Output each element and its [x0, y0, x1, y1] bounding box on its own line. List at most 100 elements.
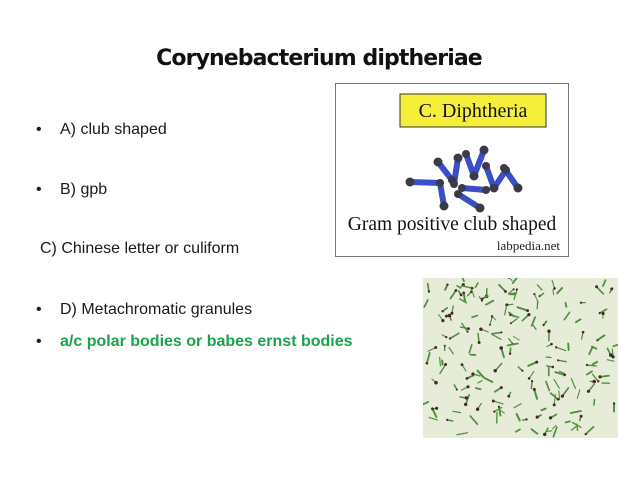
micrograph-granule	[441, 310, 444, 313]
micrograph-granule	[460, 363, 464, 366]
micrograph-rod	[499, 409, 505, 414]
micrograph-granule	[579, 301, 582, 304]
micrograph-rod	[551, 424, 557, 430]
granule	[458, 184, 466, 192]
micrograph-rod	[492, 400, 504, 405]
micrograph-granule	[462, 291, 465, 295]
granule	[453, 153, 463, 163]
micrograph-rod	[456, 432, 469, 436]
micrograph-rod	[498, 405, 502, 417]
micrograph-granule	[431, 407, 434, 411]
granule	[433, 157, 443, 167]
micrograph-granule	[471, 287, 474, 290]
micrograph-rod	[510, 318, 518, 324]
micrograph-granule	[584, 433, 587, 436]
micrograph-rod	[552, 426, 558, 438]
micrograph-granule	[499, 386, 503, 390]
micrograph-rod	[567, 342, 570, 351]
micrograph-granule	[585, 363, 588, 367]
micrograph-granule	[505, 303, 509, 307]
micrograph-rod	[554, 371, 566, 376]
micrograph-granule	[526, 309, 529, 312]
micrograph-granule	[595, 285, 599, 289]
micrograph-granule	[509, 322, 512, 325]
micrograph-granule	[444, 363, 448, 366]
micrograph-rod	[570, 426, 577, 431]
micrograph-rod	[612, 343, 618, 348]
micrograph-granule	[612, 402, 616, 405]
granule	[462, 150, 470, 158]
micrograph-granule	[507, 278, 510, 279]
granule	[450, 180, 458, 188]
micrograph-rod	[423, 299, 429, 308]
micrograph-granule	[488, 323, 491, 326]
micrograph-rod	[555, 346, 567, 352]
micrograph-granule	[548, 416, 553, 420]
micrograph-rod	[558, 370, 566, 375]
micrograph-granule	[553, 287, 556, 290]
micrograph-rod	[498, 283, 507, 293]
micrograph-granule	[538, 295, 541, 298]
micrograph-granule	[465, 377, 469, 380]
bullet-marker: •	[36, 301, 42, 318]
micrograph-granule	[543, 432, 547, 437]
rod-bacterium	[471, 147, 487, 179]
bullet-marker: •	[36, 121, 42, 138]
micrograph-granule	[509, 313, 512, 317]
micrograph-rod	[423, 401, 430, 406]
micrograph-rod	[593, 398, 596, 406]
micrograph-granule	[491, 399, 495, 403]
bullet-marker: •	[36, 181, 42, 198]
micrograph-rod	[532, 324, 537, 331]
micrograph-rod	[564, 301, 568, 308]
micrograph-rod	[512, 336, 520, 341]
micrograph-rod	[545, 356, 552, 359]
granule	[479, 145, 489, 155]
bullet-text: D) Metachromatic granules	[60, 301, 253, 318]
micrograph-rod	[557, 359, 567, 363]
micrograph-rod	[507, 292, 517, 295]
micrograph-granule	[466, 330, 469, 333]
micrograph-rod	[536, 284, 543, 291]
micrograph-granule	[504, 290, 507, 293]
granule	[475, 203, 485, 213]
micrograph-rod	[591, 373, 599, 382]
micrograph-rod	[549, 392, 559, 401]
micrograph-rod	[471, 314, 479, 319]
micrograph-rod	[584, 425, 595, 436]
micrograph-granule	[609, 353, 613, 357]
micrograph-rod	[461, 278, 465, 282]
micrograph-granule	[445, 336, 448, 339]
micrograph-granule	[560, 394, 564, 398]
micrograph-rod	[536, 300, 539, 310]
micrograph-granule	[557, 359, 560, 362]
label-box	[399, 93, 547, 128]
micrograph-granule	[598, 375, 602, 379]
micrograph-granule	[535, 360, 539, 364]
micrograph-rod	[511, 278, 518, 284]
micrograph-granule	[601, 311, 605, 316]
micrograph-rod	[576, 389, 581, 399]
micrograph-svg	[423, 278, 618, 438]
granule	[502, 166, 510, 174]
micrograph-rod	[540, 407, 547, 412]
micrograph-granule	[427, 290, 431, 293]
bullet-text-highlight: a/c polar bodies or babes ernst bodies	[60, 333, 353, 350]
granule	[436, 179, 444, 187]
rod-bacterium	[459, 185, 489, 193]
micrograph-rod	[591, 360, 599, 366]
micrograph-granule	[454, 289, 458, 292]
micrograph-granule	[493, 410, 496, 413]
micrograph-rod	[602, 279, 607, 287]
micrograph-rod	[561, 387, 570, 397]
micrograph-granule	[434, 346, 438, 349]
micrograph-rod	[558, 390, 561, 401]
micrograph-rod	[476, 369, 485, 379]
micrograph-granule	[471, 372, 475, 376]
bullet-item-metachromatic: • D) Metachromatic granules	[36, 301, 252, 319]
micrograph-rod	[530, 316, 536, 327]
micrograph-rod	[553, 378, 560, 389]
micrograph-rod	[595, 286, 605, 295]
micrograph-granule	[597, 380, 600, 383]
micrograph-granule	[448, 337, 452, 340]
